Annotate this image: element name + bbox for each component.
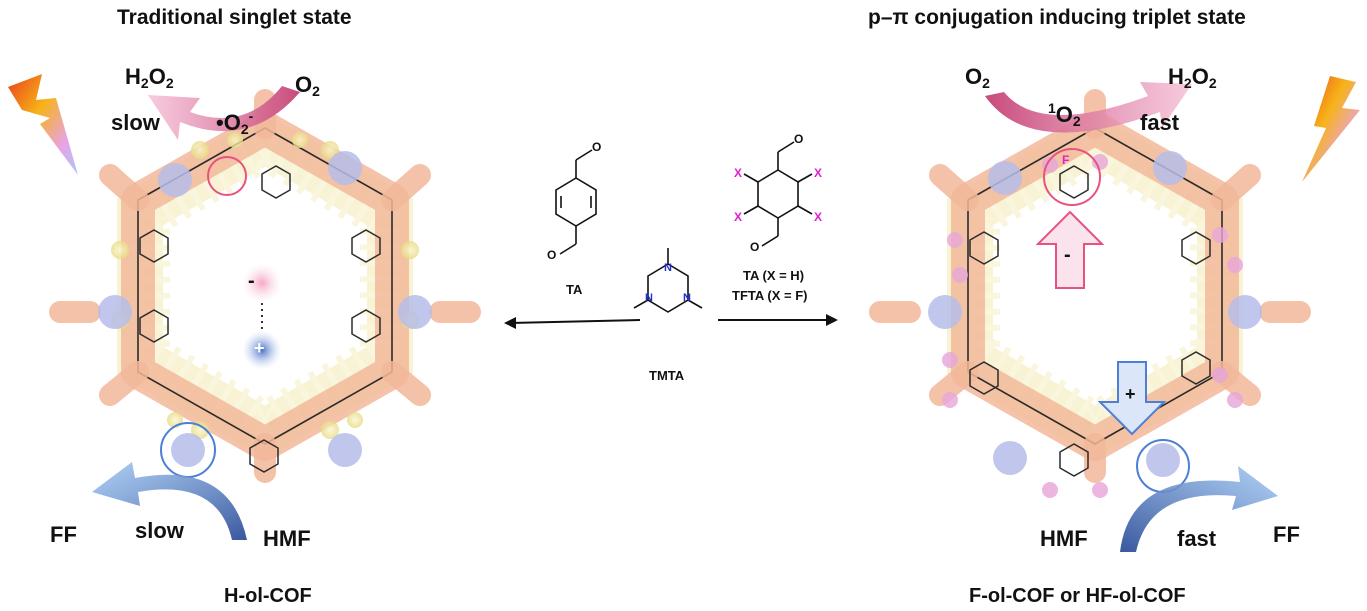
oxygen-reduction-arrow-right (985, 82, 1192, 133)
vinylene-highlight-circle (207, 156, 247, 196)
hmf-oxidation-arrow-right (1120, 466, 1278, 552)
oxygen-reduction-arrow (148, 86, 300, 140)
hmf-label-right: HMF (1040, 526, 1088, 551)
cof-name-left: H-ol-COF (224, 585, 312, 607)
ff-label-left: FF (50, 522, 77, 547)
hmf-label-left: HMF (263, 526, 311, 551)
positive-charge-arrow (1097, 361, 1167, 436)
tfta-oxygen-top: O (794, 132, 804, 146)
tmta-nitrogen-2: N (645, 292, 653, 304)
reagent-line-2: TFTA (X = F) (732, 288, 808, 303)
negative-charge-glow (242, 263, 282, 303)
h2o2-label: H2O2 (125, 64, 174, 91)
reaction-arrow-left (504, 317, 641, 329)
reagent-line-1: TA (X = H) (743, 268, 805, 283)
negative-charge-right: - (1064, 244, 1071, 266)
tmta-nitrogen-1: N (664, 262, 672, 274)
cof-name-right: F-ol-COF or HF-ol-COF (969, 585, 1186, 607)
positive-charge-left: + (254, 338, 265, 358)
positive-charge-right: + (1125, 384, 1136, 404)
light-bolt-icon (8, 74, 78, 175)
rate-bottom-left: slow (135, 518, 184, 543)
tfta-oxygen-bottom: O (750, 240, 760, 254)
ta-oxygen-bottom: O (547, 248, 557, 262)
rate-top-left: slow (111, 110, 160, 135)
negative-charge-left: - (248, 270, 255, 292)
rate-bottom-right: fast (1177, 526, 1217, 551)
tmta-structure (633, 248, 703, 313)
fluorinated-ring-highlight-circle (1043, 148, 1101, 206)
tmta-nitrogen-3: N (683, 292, 691, 304)
hmf-oxidation-arrow (92, 462, 247, 540)
singlet-oxygen-label: 1O2 (1048, 100, 1081, 129)
tmta-label: TMTA (649, 368, 685, 383)
x-sub-3: X (734, 210, 743, 224)
ta-oxygen-top: O (592, 140, 602, 154)
light-bolt-icon-right (1302, 76, 1360, 182)
superoxide-label: •O2- (216, 108, 254, 137)
ta-structure (555, 149, 597, 255)
ff-label-right: FF (1273, 522, 1300, 547)
x-sub-1: X (734, 166, 743, 180)
reaction-arrow-right (718, 314, 838, 326)
o2-label: O2 (295, 72, 320, 99)
o2-label-right: O2 (965, 64, 990, 91)
h2o2-label-right: H2O2 (1168, 64, 1217, 91)
tfta-structure (743, 141, 813, 247)
left-panel-title: Traditional singlet state (117, 6, 352, 29)
fluorine-label: F (1062, 153, 1070, 167)
right-panel-title: p–π conjugation inducing triplet state (868, 6, 1246, 29)
f-ol-cof-framework (869, 89, 1311, 498)
rate-top-right: fast (1140, 110, 1180, 135)
x-sub-4: X (814, 210, 823, 224)
ta-label: TA (566, 282, 583, 297)
x-sub-2: X (814, 166, 823, 180)
h-ol-cof-framework (49, 89, 481, 483)
negative-charge-arrow (1035, 210, 1105, 289)
positive-charge-glow (242, 330, 282, 370)
